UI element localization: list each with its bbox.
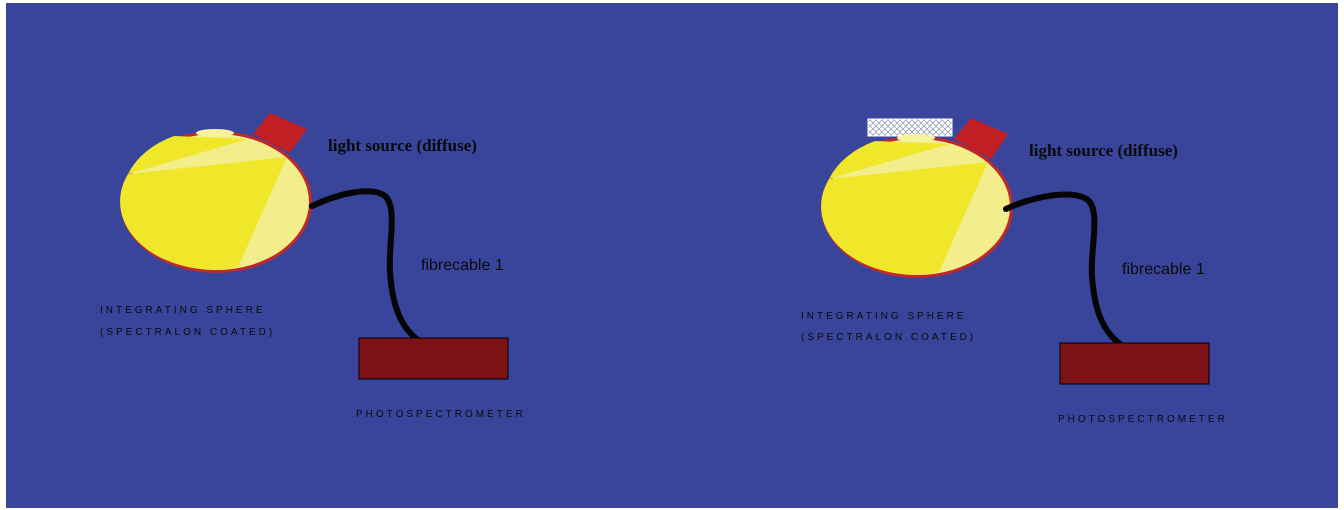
integrating-sphere-label-line1: INTEGRATING SPHERE bbox=[801, 311, 967, 322]
integrating-sphere-label-line2: (SPECTRALON COATED) bbox=[100, 327, 275, 338]
fibre-cable-label: fibrecable 1 bbox=[421, 257, 504, 274]
light-source-label: light source (diffuse) bbox=[1029, 141, 1178, 160]
photospectrometer-label: PHOTOSPECTROMETER bbox=[356, 409, 526, 420]
filter-sample bbox=[867, 118, 953, 137]
setup-right: light source (diffuse) fibrecable 1 INTE… bbox=[801, 118, 1228, 425]
integrating-sphere bbox=[120, 129, 312, 273]
fibre-cable bbox=[1003, 191, 1123, 347]
photospectrometer-box bbox=[358, 337, 509, 380]
light-source-block bbox=[253, 113, 307, 153]
photospectrometer-label: PHOTOSPECTROMETER bbox=[1058, 414, 1228, 425]
sphere-port bbox=[897, 134, 935, 142]
integrating-sphere-label-line1: INTEGRATING SPHERE bbox=[100, 305, 266, 316]
photospectrometer-box bbox=[1059, 342, 1210, 385]
fibre-cable-label: fibrecable 1 bbox=[1122, 261, 1205, 278]
sphere-port bbox=[196, 129, 234, 137]
integrating-sphere bbox=[821, 134, 1013, 278]
light-source-block bbox=[954, 118, 1008, 159]
setup-left: light source (diffuse) fibrecable 1 INTE… bbox=[100, 113, 526, 420]
integrating-sphere-label-line2: (SPECTRALON COATED) bbox=[801, 332, 976, 343]
light-source-label: light source (diffuse) bbox=[328, 136, 477, 155]
fibre-cable bbox=[309, 188, 421, 343]
